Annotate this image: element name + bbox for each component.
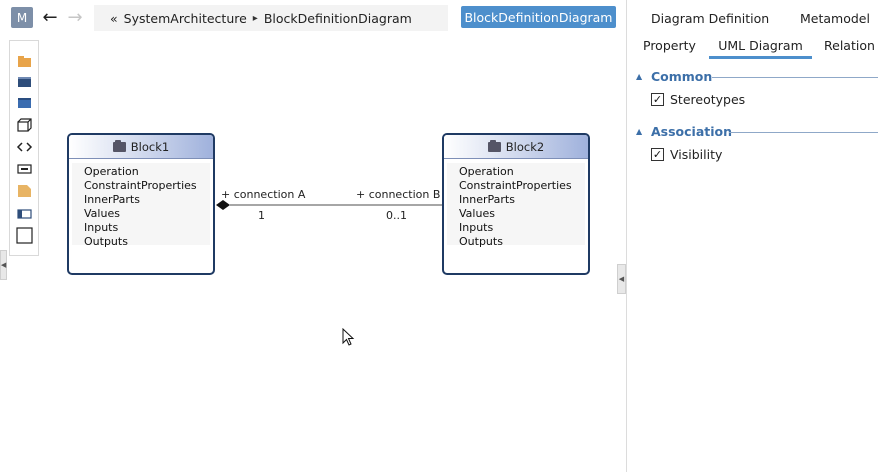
- compartment-operation[interactable]: Operation: [84, 165, 139, 178]
- compartment-values[interactable]: Values: [459, 207, 495, 220]
- tab-uml-diagram[interactable]: UML Diagram: [709, 38, 812, 59]
- association-line[interactable]: [0, 0, 620, 472]
- compartment-constraint-properties[interactable]: ConstraintProperties: [459, 179, 572, 192]
- breadcrumb: « SystemArchitecture ▸ BlockDefinitionDi…: [94, 5, 448, 31]
- visibility-option[interactable]: ✓ Visibility: [651, 147, 722, 162]
- arrow-right-icon: →: [67, 6, 83, 28]
- rectangle-icon[interactable]: [16, 227, 33, 244]
- compartment-inputs[interactable]: Inputs: [459, 221, 494, 234]
- collapse-panel-handle[interactable]: ◀: [617, 264, 626, 294]
- collapse-triangle-icon: ▲: [636, 72, 643, 81]
- block1-node[interactable]: Block1 Operation ConstraintProperties In…: [67, 133, 215, 275]
- block-header[interactable]: Block1: [69, 135, 213, 159]
- compartment-inner-parts[interactable]: InnerParts: [459, 193, 515, 206]
- note-icon[interactable]: [16, 184, 33, 198]
- block-filled-icon[interactable]: [16, 96, 33, 110]
- app-logo[interactable]: M: [11, 7, 33, 28]
- block-icon: [487, 139, 501, 152]
- compartment-outputs[interactable]: Outputs: [459, 235, 503, 248]
- block2-node[interactable]: Block2 Operation ConstraintProperties In…: [442, 133, 590, 275]
- association-end-b[interactable]: + connection B: [356, 188, 441, 201]
- mouse-cursor-icon: [342, 328, 355, 346]
- signal-icon[interactable]: [16, 207, 33, 221]
- breadcrumb-item-systemarchitecture[interactable]: SystemArchitecture: [123, 10, 247, 26]
- visibility-label: Visibility: [670, 147, 723, 162]
- visibility-checkbox[interactable]: ✓: [651, 148, 664, 161]
- tab-relation[interactable]: Relation: [824, 38, 875, 53]
- multiplicity-b: 0..1: [386, 209, 407, 222]
- section-title: Common: [651, 69, 713, 84]
- breadcrumb-item-blockdefinitiondiagram[interactable]: BlockDefinitionDiagram: [263, 10, 412, 26]
- section-common[interactable]: ▲ Common: [627, 69, 878, 87]
- block-compartment: Operation ConstraintProperties InnerPart…: [72, 163, 210, 248]
- stereotypes-checkbox[interactable]: ✓: [651, 93, 664, 106]
- stereotypes-option[interactable]: ✓ Stereotypes: [651, 92, 745, 107]
- section-title: Association: [651, 124, 733, 139]
- block-icon: [112, 139, 126, 152]
- compartment-operation[interactable]: Operation: [459, 165, 514, 178]
- compartment-inputs[interactable]: Inputs: [84, 221, 119, 234]
- tab-metamodel[interactable]: Metamodel: [800, 11, 870, 26]
- block-name: Block2: [505, 139, 545, 154]
- arrow-left-icon: ←: [42, 6, 58, 28]
- code-icon[interactable]: [16, 140, 33, 154]
- properties-panel: Diagram Definition Metamodel Property UM…: [626, 0, 878, 472]
- diagram-type-button[interactable]: BlockDefinitionDiagram: [461, 6, 616, 28]
- forward-button[interactable]: →: [64, 5, 86, 29]
- folder-icon[interactable]: [16, 54, 33, 68]
- stereotypes-label: Stereotypes: [670, 92, 746, 107]
- block-icon[interactable]: [16, 75, 33, 89]
- association-end-a[interactable]: + connection A: [221, 188, 306, 201]
- port-icon[interactable]: [16, 162, 33, 176]
- breadcrumb-lead: «: [110, 10, 118, 26]
- breadcrumb-separator: ▸: [252, 12, 258, 24]
- compartment-inner-parts[interactable]: InnerParts: [84, 193, 140, 206]
- tab-diagram-definition[interactable]: Diagram Definition: [651, 11, 770, 26]
- compartment-values[interactable]: Values: [84, 207, 120, 220]
- section-divider: [729, 132, 878, 133]
- box-3d-icon[interactable]: [16, 118, 33, 132]
- block-header[interactable]: Block2: [444, 135, 588, 159]
- back-button[interactable]: ←: [39, 5, 61, 29]
- section-association[interactable]: ▲ Association: [627, 124, 878, 142]
- section-divider: [712, 77, 878, 78]
- compartment-constraint-properties[interactable]: ConstraintProperties: [84, 179, 197, 192]
- composition-diamond-icon: [216, 200, 230, 210]
- tool-palette: [9, 40, 39, 256]
- tab-property[interactable]: Property: [643, 38, 696, 53]
- compartment-outputs[interactable]: Outputs: [84, 235, 128, 248]
- multiplicity-a: 1: [258, 209, 265, 222]
- collapse-palette-handle[interactable]: ◀: [0, 250, 7, 280]
- block-compartment: Operation ConstraintProperties InnerPart…: [447, 163, 585, 248]
- collapse-triangle-icon: ▲: [636, 127, 643, 136]
- block-name: Block1: [130, 139, 170, 154]
